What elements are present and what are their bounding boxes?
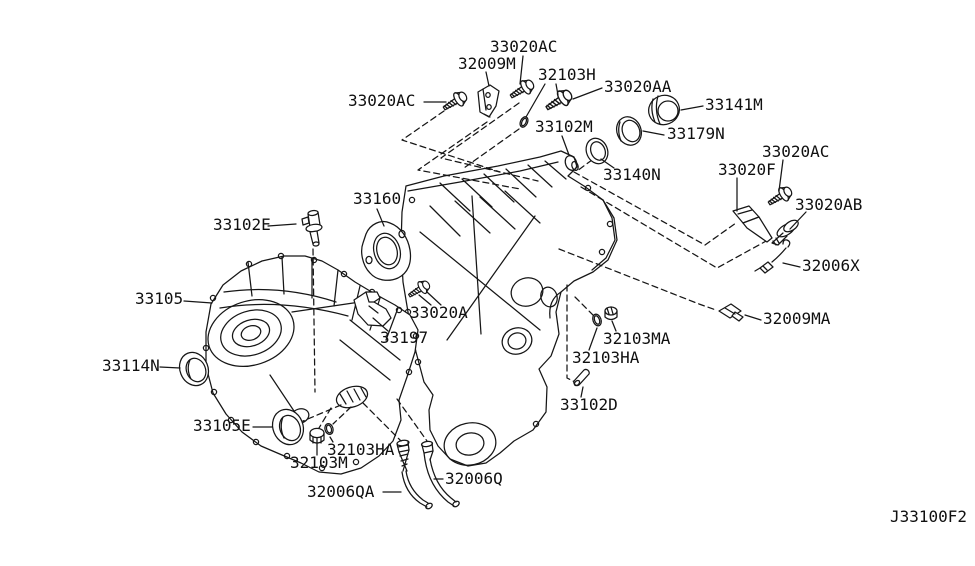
small-parts xyxy=(178,75,799,510)
gasket-33160-drawing xyxy=(361,221,412,281)
clip-32103HA-right xyxy=(592,313,602,327)
label-leaders xyxy=(159,55,807,493)
tube-32006Q xyxy=(420,440,460,508)
nut-32103MA xyxy=(604,306,618,321)
nut-32103M xyxy=(309,427,325,445)
part-label-33020AA: 33020AA xyxy=(604,77,672,96)
part-label-33197: 33197 xyxy=(380,328,429,347)
switch-33020AB xyxy=(771,219,799,246)
part-label-33160: 33160 xyxy=(353,189,402,208)
part-label-33105E: 33105E xyxy=(193,416,251,435)
part-label-32103H: 32103H xyxy=(538,65,596,84)
seal-33105E xyxy=(271,408,305,446)
part-label-32009M: 32009M xyxy=(458,54,516,73)
bracket-33020F xyxy=(732,205,773,243)
ring-33179N xyxy=(615,116,643,146)
part-label-33141M: 33141M xyxy=(705,95,763,114)
part-label-33105: 33105 xyxy=(135,289,184,308)
part-label-33102D: 33102D xyxy=(560,395,618,414)
tube-32006QA xyxy=(396,439,433,510)
part-label-33020A: 33020A xyxy=(410,303,468,322)
part-label-33020F: 33020F xyxy=(718,160,776,179)
part-label-32103HA-right: 32103HA xyxy=(572,348,640,367)
pin-33102D xyxy=(573,368,590,387)
sensor-33102E xyxy=(301,209,323,247)
part-label-32103M: 32103M xyxy=(290,453,348,472)
part-label-33179N: 33179N xyxy=(667,124,725,143)
clip-32103HA-bottom xyxy=(324,422,334,436)
part-label-32006X: 32006X xyxy=(802,256,860,275)
part-label-32009MA: 32009MA xyxy=(763,309,831,328)
part-label-33020AC-top: 33020AC xyxy=(490,37,558,56)
seal-33114N xyxy=(178,351,210,387)
part-label-32006Q: 32006Q xyxy=(445,469,503,488)
bracket-32009M xyxy=(477,84,500,118)
diagram-code: J33100F2 xyxy=(890,507,968,526)
part-label-32103MA: 32103MA xyxy=(603,329,671,348)
part-label-32103HA-bottom: 32103HA xyxy=(327,440,395,459)
part-label-32006QA: 32006QA xyxy=(307,482,375,501)
part-label-33102M: 33102M xyxy=(535,117,593,136)
clamp-32009MA xyxy=(718,303,744,322)
part-label-33140N: 33140N xyxy=(603,165,661,184)
part-label-33020AB: 33020AB xyxy=(795,195,863,214)
part-label-33020AC-left: 33020AC xyxy=(348,91,416,110)
part-label-33114N: 33114N xyxy=(102,356,160,375)
assembly-dashed-guides xyxy=(302,102,769,442)
harness-32006X xyxy=(754,239,791,274)
bracket-33197 xyxy=(353,291,392,327)
bushing-33141M xyxy=(648,94,680,126)
part-label-33102E: 33102E xyxy=(213,215,271,234)
part-label-33020AC-right: 33020AC xyxy=(762,142,830,161)
